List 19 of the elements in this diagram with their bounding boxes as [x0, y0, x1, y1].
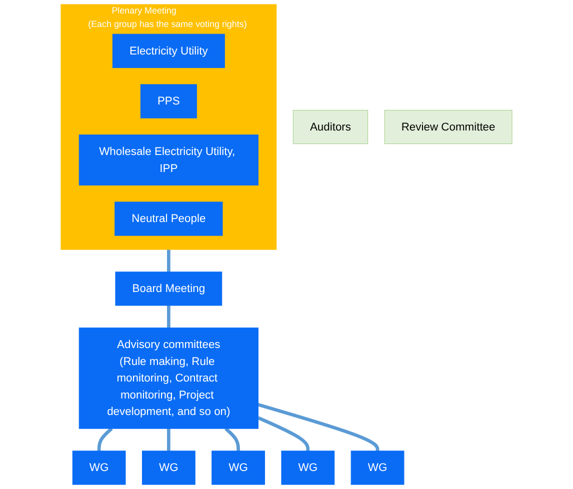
node-box: WG — [72, 450, 126, 485]
connector — [224, 427, 240, 451]
node-box: Review Committee — [384, 110, 512, 144]
node-box: Advisory committees (Rule making, Rule monitoring, Contract monitoring, Project development, and so on) — [78, 328, 258, 429]
node-box: Auditors — [292, 110, 368, 144]
node-box: Neutral People — [114, 202, 223, 236]
node-box: WG — [142, 450, 196, 485]
node-box: Wholesale Electricity Utility, IPP — [78, 134, 258, 186]
node-box: WG — [281, 450, 335, 485]
node-box: Board Meeting — [115, 272, 222, 306]
connector — [167, 428, 170, 451]
connector — [167, 305, 170, 328]
node-box: WG — [212, 450, 265, 485]
connector — [97, 427, 113, 451]
connector — [167, 250, 170, 272]
node-box: WG — [350, 450, 404, 485]
node-box: PPS — [140, 84, 197, 118]
node-box: Electricity Utility — [112, 34, 225, 68]
connector — [258, 416, 310, 451]
